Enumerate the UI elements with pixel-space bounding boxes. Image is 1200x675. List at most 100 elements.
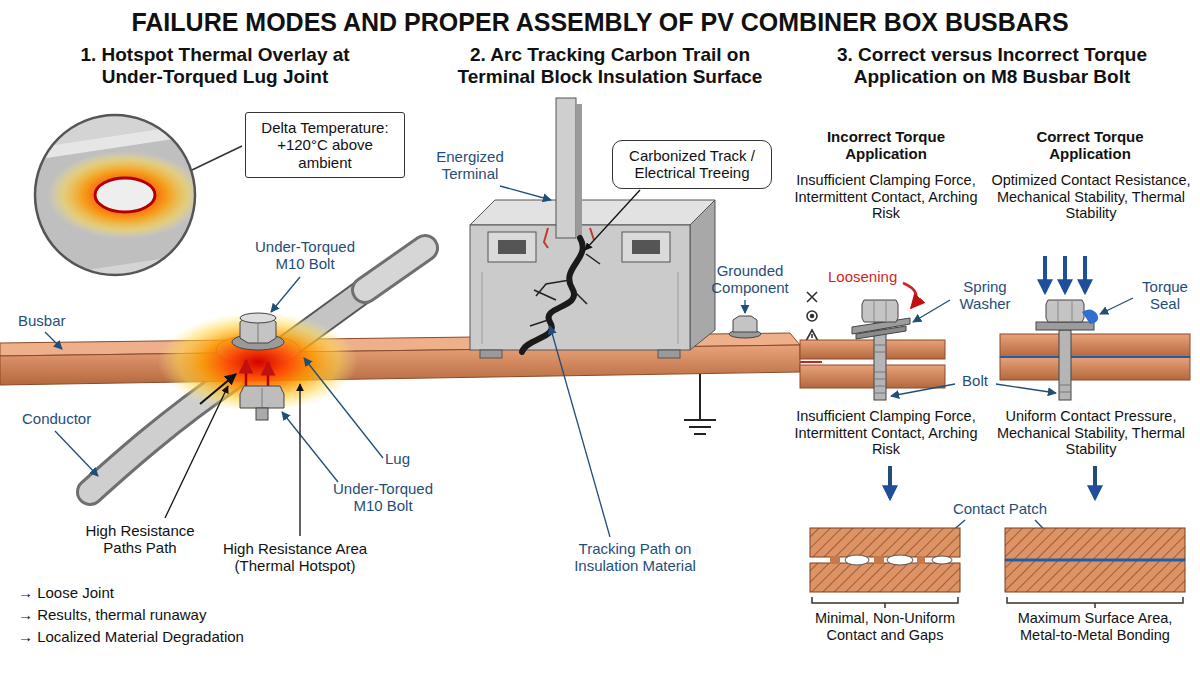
incorrect-assembly <box>874 345 886 393</box>
note-text: → Results, thermal runaway <box>18 606 348 623</box>
correct-assembly <box>1036 322 1094 330</box>
description-text: Minimal, Non-Uniform Contact and Gaps <box>795 610 975 643</box>
lug <box>365 248 425 290</box>
column-heading: Correct Torque Application <box>1000 128 1180 163</box>
ground-symbol <box>699 374 701 420</box>
warning-icons <box>806 292 818 341</box>
part-label: Busbar <box>18 312 98 329</box>
energized-terminal <box>556 98 576 238</box>
correct-assembly <box>1059 385 1071 392</box>
correct-assembly <box>1058 300 1072 322</box>
thermal-hotspot <box>158 312 358 412</box>
leader-line <box>282 412 338 482</box>
column-heading: Incorrect Torque Application <box>795 128 977 163</box>
contact-section-poor <box>932 556 952 564</box>
contact-section-good <box>1005 528 1185 608</box>
carbon-track <box>530 254 600 326</box>
bolt <box>232 313 284 420</box>
thermal-inset <box>20 115 242 280</box>
panel-heading: 2. Arc Tracking Carbon Trail on Terminal… <box>440 44 780 88</box>
bolt <box>256 408 268 420</box>
grounded-nut <box>729 316 761 338</box>
thermal-hotspot <box>158 312 358 412</box>
down-arrow <box>1093 466 1097 498</box>
diagram-title: FAILURE MODES AND PROPER ASSEMBLY OF PV … <box>0 8 1200 37</box>
leader-line <box>500 186 551 200</box>
contact-section-poor <box>887 555 913 565</box>
leader-line <box>1100 298 1133 314</box>
correct-assembly <box>1083 256 1087 292</box>
terminal-block <box>498 240 526 254</box>
contact-section-poor <box>845 555 869 565</box>
description-text: Insufficient Clamping Force, Intermitten… <box>790 172 982 222</box>
grounded-nut <box>733 316 757 332</box>
correct-assembly <box>1000 334 1190 357</box>
incorrect-assembly <box>800 365 945 388</box>
contact-section-poor <box>917 556 925 564</box>
callout-text: Delta Temperature: +120°C above ambient <box>256 119 394 171</box>
leader-line <box>550 326 610 537</box>
warning-icons <box>811 334 813 338</box>
terminal-block <box>482 272 483 344</box>
correct-assembly <box>1000 356 1190 358</box>
leader-line <box>500 186 745 537</box>
terminal-block <box>678 272 679 344</box>
warning-icons <box>807 311 817 321</box>
part-label: Under-Torqued M10 Bolt <box>318 480 448 515</box>
panel-heading: 1. Hotspot Thermal Overlay at Under-Torq… <box>55 44 375 88</box>
description-text: Optimized Contact Resistance, Mechanical… <box>986 172 1196 222</box>
correct-assembly <box>1063 256 1067 292</box>
contact-section-poor <box>810 563 960 592</box>
part-label: Conductor <box>22 410 122 427</box>
correct-assembly <box>1082 309 1098 324</box>
description-text: Insufficient Clamping Force, Intermitten… <box>790 408 982 458</box>
carbon-track <box>544 228 594 248</box>
thermal-inset <box>95 178 155 212</box>
note-text: → Loose Joint <box>18 584 348 601</box>
bolt <box>240 386 284 408</box>
leader-line <box>891 384 955 396</box>
incorrect-assembly <box>903 283 916 308</box>
terminal-block <box>480 350 502 358</box>
thermal-inset <box>20 120 220 280</box>
bolt <box>240 313 276 323</box>
leader-line <box>55 431 98 476</box>
panel-heading: 3. Correct versus Incorrect Torque Appli… <box>812 44 1172 88</box>
incorrect-assembly <box>800 283 945 400</box>
leader-line <box>585 190 640 250</box>
terminal-block <box>632 240 660 254</box>
terminal-block <box>658 350 680 358</box>
leader-line <box>271 277 300 312</box>
correct-assembly <box>1000 357 1190 380</box>
correct-assembly <box>1043 256 1047 292</box>
leader-line <box>299 384 300 536</box>
note-text: → Localized Material Degradation <box>18 628 348 645</box>
ground-symbol <box>684 374 716 434</box>
ground-symbol <box>689 426 711 428</box>
callout-box: Carbonized Track / Electrical Treeing <box>612 140 772 189</box>
contact-section-good <box>1005 528 1185 560</box>
down-arrow <box>888 466 892 498</box>
part-label: Grounded Component <box>700 262 800 297</box>
leader-line <box>45 277 383 536</box>
leader-line <box>165 386 228 518</box>
contact-section-poor <box>874 556 884 564</box>
incorrect-assembly <box>862 300 898 322</box>
ground-symbol <box>684 419 716 421</box>
thermal-hotspot <box>200 374 236 404</box>
note-text: High Resistance Paths Path <box>70 522 210 557</box>
thermal-inset <box>35 115 195 275</box>
part-label: Contact Patch <box>940 500 1060 517</box>
terminal-block <box>488 232 536 262</box>
contact-section-poor <box>810 528 960 608</box>
callout-box: Delta Temperature: +120°C above ambient <box>245 112 405 178</box>
contact-section-poor <box>812 597 958 608</box>
part-label: Spring Washer <box>946 278 1024 313</box>
bolt <box>262 388 263 408</box>
thermal-inset <box>192 146 242 170</box>
part-label: Under-Torqued M10 Bolt <box>240 238 370 273</box>
part-label: Torque Seal <box>1135 278 1195 313</box>
incorrect-assembly <box>800 340 945 359</box>
